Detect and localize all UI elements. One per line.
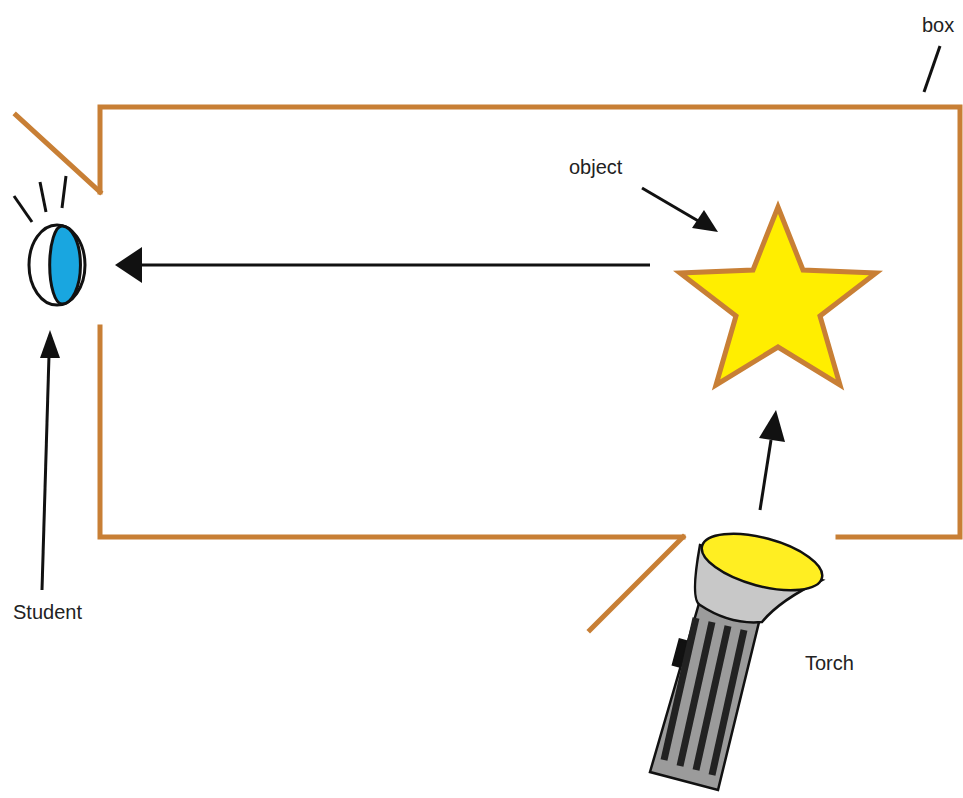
arrow-head (115, 247, 142, 283)
torch-label: Torch (805, 652, 854, 674)
arrow-head (759, 410, 785, 442)
leader-line (924, 46, 940, 92)
leader-line (42, 355, 49, 590)
student-eye (14, 176, 85, 305)
torch (650, 523, 828, 790)
object-star (680, 207, 876, 385)
arrow-head (692, 210, 718, 232)
light-ray (760, 440, 771, 510)
arrow-head (40, 330, 60, 358)
light-ray (140, 264, 650, 267)
box-label: box (922, 14, 954, 36)
box-outline (16, 107, 960, 630)
leader-line (642, 188, 700, 222)
object-label: object (569, 156, 622, 178)
student-label: Student (13, 601, 82, 623)
